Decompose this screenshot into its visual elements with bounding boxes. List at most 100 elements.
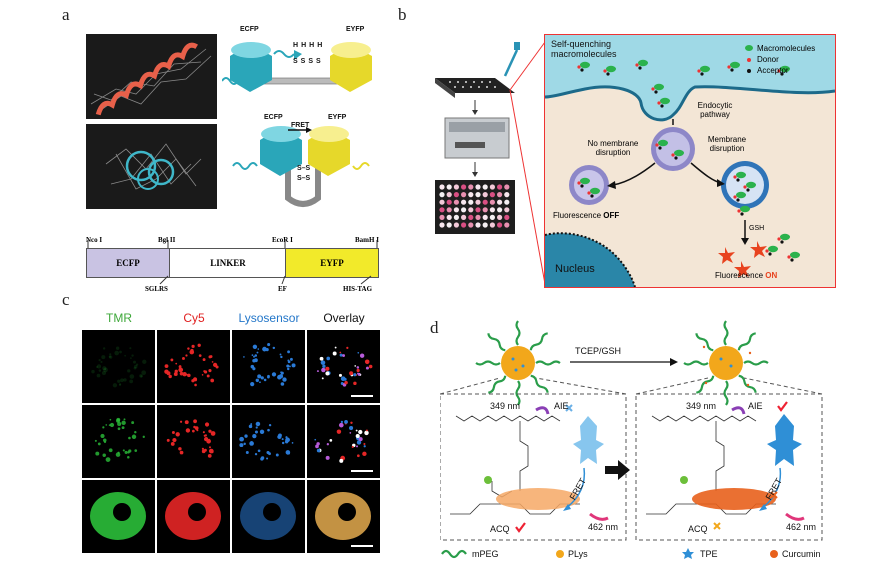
- fret-label-a: FRET: [291, 122, 310, 129]
- fret-cross-icon: [770, 491, 778, 499]
- coil-structure-icon: [105, 143, 202, 190]
- aie-check-right-icon: [777, 401, 788, 412]
- acq-left: ACQ: [490, 524, 510, 534]
- acceptor-dot: [746, 188, 750, 192]
- acceptor-dot: [580, 184, 584, 188]
- nanoparticle-left-icon: [475, 320, 561, 406]
- micrograph-2-1: [82, 405, 155, 478]
- label-ef: EF: [278, 285, 287, 293]
- micrograph-3-3: [232, 480, 305, 553]
- legend-mpeg: mPEG: [472, 549, 499, 559]
- acceptor-dot: [590, 194, 594, 198]
- well-dot: [439, 199, 445, 205]
- peg-chain: [515, 320, 521, 346]
- acceptor-dot: [780, 72, 784, 76]
- acq-check-left-icon: [515, 522, 526, 533]
- donor-dot: [671, 153, 675, 157]
- donor-dot: [587, 191, 591, 195]
- endosome-center-icon: [651, 127, 695, 171]
- macromolecule-dot: [638, 59, 648, 67]
- peg-chain: [723, 320, 729, 346]
- acceptor-dot: [638, 66, 642, 70]
- well-dot: [446, 207, 452, 213]
- well-dot: [461, 222, 467, 228]
- fluorescence-off-label: Fluorescence OFF: [553, 211, 620, 220]
- donor-dot: [657, 101, 661, 105]
- well-dot: [439, 222, 445, 228]
- plate-reader-icon: [444, 117, 510, 159]
- nm-bottom-right: 462 nm: [786, 522, 817, 532]
- site-nco: Nco I: [86, 236, 103, 244]
- ecfp-cylinder-bottom-icon: [260, 126, 302, 176]
- well-dot: [504, 199, 510, 205]
- legend-b: Macromolecules Donor Acceptor: [745, 43, 815, 76]
- legend-donor: Donor: [745, 54, 815, 65]
- peg-chain: [488, 375, 507, 394]
- s-row: SSSS: [293, 58, 324, 65]
- macromolecule-dot: [780, 65, 790, 73]
- well-plate-top-icon: [435, 78, 515, 98]
- disruption-label: Membrane disruption: [707, 135, 747, 153]
- micrograph-1-4: [307, 330, 380, 403]
- well-dot: [439, 214, 445, 220]
- well-dot: [439, 184, 445, 190]
- peg-chain: [530, 374, 549, 393]
- endosome-left-icon: [569, 165, 609, 205]
- macromolecule-dot: [700, 65, 710, 73]
- segment-linker: LINKER: [169, 248, 287, 278]
- well-dot: [446, 222, 452, 228]
- acceptor-dot: [736, 198, 740, 202]
- macromolecule-dot: [730, 61, 740, 69]
- well-dot: [468, 192, 474, 198]
- ecfp-label-bottom: ECFP: [264, 114, 283, 121]
- excitation-arrow-right: [731, 406, 746, 415]
- h-row: HHHH: [293, 42, 326, 49]
- excitation-arrow-left: [535, 406, 550, 415]
- donor-dot: [727, 65, 731, 69]
- donor-dot: [733, 195, 737, 199]
- nm-top-right: 349 nm: [686, 401, 717, 411]
- acceptor-dot: [736, 178, 740, 182]
- helix-image: [86, 34, 217, 119]
- well-dot: [453, 192, 459, 198]
- acceptor-dot: [658, 146, 662, 150]
- macromolecule-dot: [736, 191, 746, 199]
- acceptor-dot: [606, 72, 610, 76]
- well-dot: [475, 199, 481, 205]
- macromolecule-dot: [780, 233, 790, 241]
- peg-chain: [475, 360, 501, 366]
- aie-right: AIE: [748, 401, 763, 411]
- donor-dot: [743, 185, 747, 189]
- donor-dot: [777, 69, 781, 73]
- well-dot: [446, 214, 452, 220]
- macromolecule-dot: [590, 187, 600, 195]
- legend-tpe: TPE: [700, 549, 718, 559]
- well-dot: [504, 222, 510, 228]
- segment-eyfp: EYFP: [285, 248, 379, 278]
- site-bamh: BamH I: [355, 236, 379, 244]
- nm-bottom-left: 462 nm: [588, 522, 619, 532]
- acq-glow-right: [692, 488, 776, 510]
- eyfp-label-bottom: EYFP: [328, 114, 347, 121]
- well-dot: [453, 214, 459, 220]
- well-dot: [475, 192, 481, 198]
- macromolecule-dot: [654, 83, 664, 91]
- tpe-star-right-icon: [767, 414, 802, 466]
- macromolecule-dot: [606, 65, 616, 73]
- tpe-legend-icon: [682, 548, 694, 559]
- panel-label-b: b: [398, 5, 407, 24]
- well-dot: [489, 214, 495, 220]
- well-dot: [489, 199, 495, 205]
- well-dot: [453, 222, 459, 228]
- well-dot: [468, 214, 474, 220]
- legend-curcumin: Curcumin: [782, 549, 821, 559]
- panel-label-d: d: [430, 318, 439, 337]
- eyfp-cylinder-bottom-icon: [308, 126, 350, 176]
- ecfp-cylinder-icon: [230, 42, 272, 92]
- well-dot: [504, 207, 510, 213]
- macromolecule-dot: [658, 139, 668, 147]
- micrograph-3-2: [157, 480, 230, 553]
- well-dot: [482, 184, 488, 190]
- well-dot: [489, 222, 495, 228]
- well-dot: [497, 184, 503, 190]
